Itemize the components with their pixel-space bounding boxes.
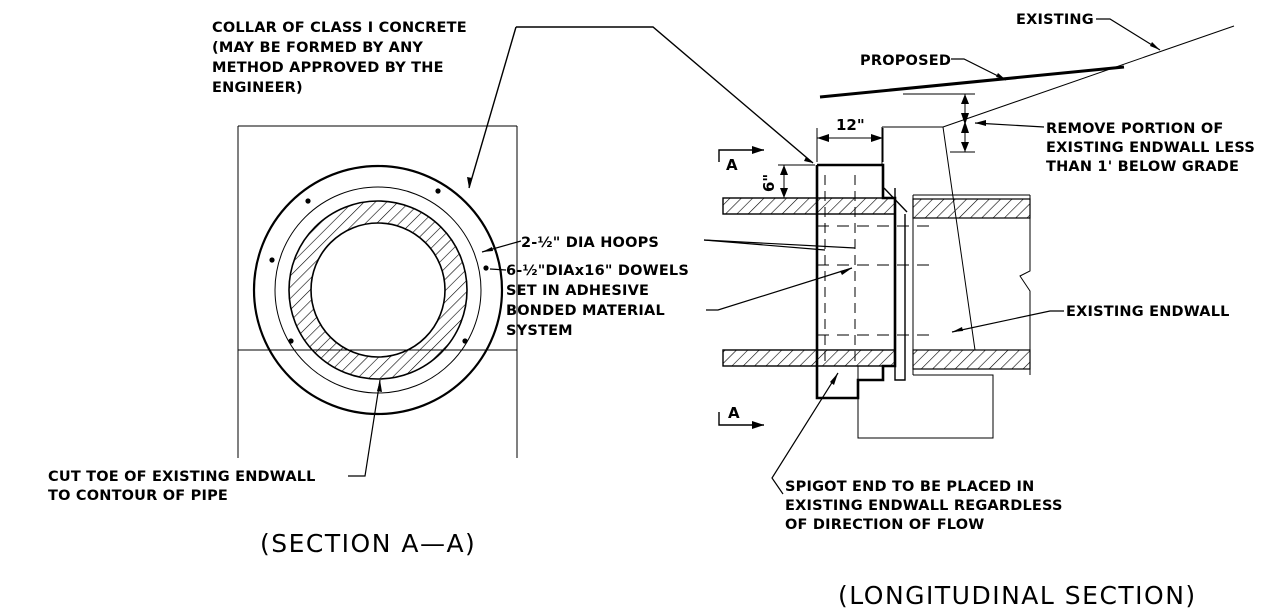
proposed-grade-line [819,65,1125,99]
section-mark-top-letter: A [726,156,738,174]
existing-note-text: EXISTING [1016,12,1094,28]
cut-toe-note-line-1: CUT TOE OF EXISTING ENDWALL [48,469,316,485]
dowels-note-line-1: 6-½"DIAx16" DOWELS [506,263,689,279]
dowels-note-line-2: SET IN ADHESIVE [506,283,649,299]
hoops-note: 2-½" DIA HOOPS [481,235,856,253]
dowels-note-line-3: BONDED MATERIAL [506,303,665,319]
longitudinal-section-title: (LONGITUDINAL SECTION) [838,581,1197,610]
existing-pipe-top-wall [912,198,1031,219]
spigot-note-line-1: SPIGOT END TO BE PLACED IN [785,479,1034,495]
dimension-6in-label: 6" [760,174,778,192]
cut-toe-note: CUT TOE OF EXISTING ENDWALL TO CONTOUR O… [48,379,382,504]
section-aa-title: (SECTION A—A) [260,529,476,558]
proposed-note: PROPOSED [860,53,1007,81]
existing-endwall-outline [857,126,1031,439]
spigot-note-line-2: EXISTING ENDWALL REGARDLESS [785,498,1063,514]
existing-grade-line [942,25,1235,128]
dowel-dots [269,188,489,344]
dowels-note-line-4: SYSTEM [506,323,573,339]
section-mark-bottom-letter: A [728,404,740,422]
spigot-end [894,188,906,381]
collar-note-line-3: METHOD APPROVED BY THE [212,60,444,76]
collar-note-line-2: (MAY BE FORMED BY ANY [212,40,423,56]
dowels-leaders [489,267,853,311]
collar-outer-circle [252,164,504,416]
collar-outline [815,163,897,400]
dowels-note: 6-½"DIAx16" DOWELS SET IN ADHESIVE BONDE… [489,263,853,339]
collar-note-line-1: COLLAR OF CLASS I CONCRETE [212,20,467,36]
collar-leaders [467,26,814,189]
cut-toe-note-line-2: TO CONTOUR OF PIPE [48,488,228,504]
new-pipe-top-wall [722,197,896,215]
dimension-12in-label: 12" [836,116,865,134]
spigot-note: SPIGOT END TO BE PLACED IN EXISTING ENDW… [771,372,1063,533]
longitudinal-view: A A 12" 6" [718,25,1235,439]
existing-endwall-note-text: EXISTING ENDWALL [1066,304,1230,320]
remove-note: REMOVE PORTION OF EXISTING ENDWALL LESS … [974,120,1255,175]
remove-note-line-2: EXISTING ENDWALL LESS [1046,140,1255,156]
proposed-note-text: PROPOSED [860,53,951,69]
endwall-outline-aa [237,125,518,458]
remove-note-line-1: REMOVE PORTION OF [1046,121,1224,137]
hoops-note-text: 2-½" DIA HOOPS [521,235,659,251]
new-pipe-bottom-wall [722,349,896,367]
existing-endwall-note: EXISTING ENDWALL [951,304,1230,333]
dimension-12in: 12" [816,116,884,162]
collar-note: COLLAR OF CLASS I CONCRETE (MAY BE FORME… [212,20,814,189]
pipe-wall-ring [288,200,468,380]
spigot-note-line-3: OF DIRECTION OF FLOW [785,517,984,533]
collar-note-line-4: ENGINEER) [212,80,303,96]
section-mark-bottom: A [718,404,764,429]
section-aa-view [237,125,518,458]
existing-pipe-bottom-wall [912,349,1031,370]
remove-portion-dim [903,93,975,153]
remove-note-line-3: THAN 1' BELOW GRADE [1046,159,1239,175]
existing-note: EXISTING [1016,12,1161,51]
dimension-6in: 6" [760,164,815,199]
section-mark-top: A [718,146,764,174]
hoops-leaders [481,239,856,253]
